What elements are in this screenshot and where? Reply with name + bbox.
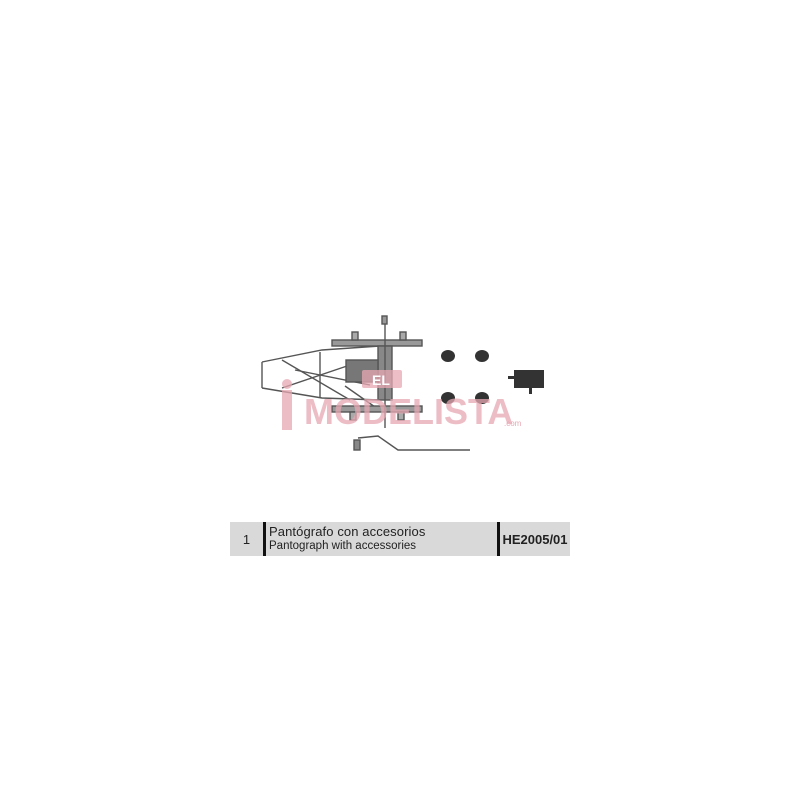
part-description: Pantógrafo con accesorios Pantograph wit… bbox=[266, 522, 497, 556]
description-english: Pantograph with accessories bbox=[269, 540, 417, 552]
column-divider bbox=[497, 522, 500, 556]
parts-table-row: 1 Pantógrafo con accesorios Pantograph w… bbox=[230, 522, 570, 556]
description-spanish: Pantógrafo con accesorios bbox=[269, 524, 426, 539]
column-divider bbox=[263, 522, 266, 556]
part-code: HE2005/01 bbox=[502, 531, 568, 547]
part-number: 1 bbox=[242, 531, 251, 547]
pantograph-illustration bbox=[261, 315, 544, 451]
